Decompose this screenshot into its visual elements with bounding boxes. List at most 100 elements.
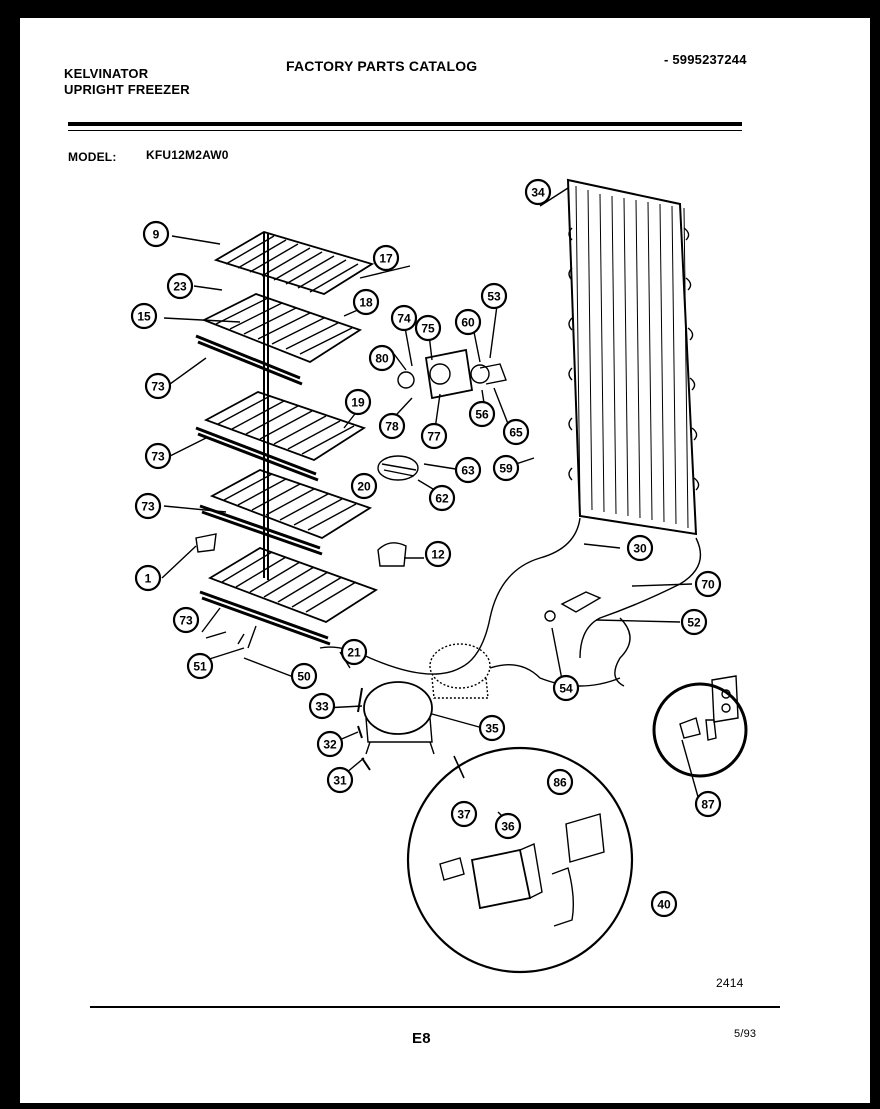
callout-33: 33 xyxy=(308,692,336,720)
compressor-ghost xyxy=(429,643,491,699)
callout-62: 62 xyxy=(428,484,456,512)
callout-label: 18 xyxy=(359,296,373,310)
drain-part xyxy=(560,591,602,613)
callout-label: 21 xyxy=(347,646,361,660)
callout-59: 59 xyxy=(492,454,520,482)
callout-1: 1 xyxy=(134,564,162,592)
shelf-4 xyxy=(199,469,373,556)
page-code: E8 xyxy=(412,1030,431,1047)
callout-74: 74 xyxy=(390,304,418,332)
callout-37: 37 xyxy=(450,800,478,828)
part-number: - 5995237244 xyxy=(664,52,747,67)
callout-86: 86 xyxy=(546,768,574,796)
callout-60: 60 xyxy=(454,308,482,336)
callout-layer: 9 17 23 18 15 73 74 75 53 60 80 78 77 56 65 19 73 63 59 20 6… xyxy=(130,178,722,918)
callout-label: 65 xyxy=(509,426,523,440)
callout-label: 20 xyxy=(357,480,371,494)
callout-label: 52 xyxy=(687,616,701,630)
callout-label: 50 xyxy=(297,670,311,684)
callout-73: 73 xyxy=(144,372,172,400)
callout-label: 73 xyxy=(151,380,165,394)
callout-label: 33 xyxy=(315,700,329,714)
brand-block: KELVINATOR UPRIGHT FREEZER xyxy=(64,66,190,98)
header-rule xyxy=(68,122,742,126)
callout-label: 73 xyxy=(141,500,155,514)
callout-73: 73 xyxy=(172,606,200,634)
brand-name: KELVINATOR xyxy=(64,66,149,81)
callout-label: 75 xyxy=(421,322,435,336)
callout-label: 36 xyxy=(501,820,515,834)
callout-label: 30 xyxy=(633,542,647,556)
shelf-2 xyxy=(195,293,363,386)
callout-30: 30 xyxy=(626,534,654,562)
callout-9: 9 xyxy=(142,220,170,248)
callout-label: 87 xyxy=(701,798,715,812)
defrost-component xyxy=(377,455,419,481)
callout-34: 34 xyxy=(524,178,552,206)
footer-rule xyxy=(90,1006,780,1008)
callout-53: 53 xyxy=(480,282,508,310)
callout-label: 12 xyxy=(431,548,445,562)
drawing-number: 2414 xyxy=(716,976,744,990)
callout-label: 73 xyxy=(151,450,165,464)
evaporator-coil xyxy=(566,178,700,536)
relay-detail xyxy=(439,811,605,927)
callout-label: 17 xyxy=(379,252,393,266)
callout-label: 63 xyxy=(461,464,475,478)
callout-18: 18 xyxy=(352,288,380,316)
catalog-sheet: KELVINATOR UPRIGHT FREEZER FACTORY PARTS… xyxy=(20,18,870,1103)
callout-label: 54 xyxy=(559,682,573,696)
callout-label: 9 xyxy=(153,228,160,242)
callout-label: 74 xyxy=(397,312,411,326)
callout-63: 63 xyxy=(454,456,482,484)
callout-19: 19 xyxy=(344,388,372,416)
callout-label: 34 xyxy=(531,186,545,200)
model-label: MODEL: xyxy=(68,150,117,164)
callout-35: 35 xyxy=(478,714,506,742)
callout-label: 35 xyxy=(485,722,499,736)
callout-label: 15 xyxy=(137,310,151,324)
detail-circle-outlet xyxy=(652,682,748,778)
callout-40: 40 xyxy=(650,890,678,918)
shelf-basket xyxy=(199,547,379,646)
callout-80: 80 xyxy=(368,344,396,372)
callout-75: 75 xyxy=(414,314,442,342)
callout-label: 37 xyxy=(457,808,471,822)
model-number: KFU12M2AW0 xyxy=(146,148,229,162)
catalog-title: FACTORY PARTS CATALOG xyxy=(286,58,478,74)
callout-label: 31 xyxy=(333,774,347,788)
callout-50: 50 xyxy=(290,662,318,690)
callout-label: 19 xyxy=(351,396,365,410)
drier xyxy=(544,610,556,622)
shelf-top xyxy=(213,231,375,295)
callout-73: 73 xyxy=(134,492,162,520)
compressor xyxy=(363,681,435,755)
callout-label: 77 xyxy=(427,430,441,444)
callout-36: 36 xyxy=(494,812,522,840)
callout-32: 32 xyxy=(316,730,344,758)
callout-77: 77 xyxy=(420,422,448,450)
callout-54: 54 xyxy=(552,674,580,702)
callout-label: 86 xyxy=(553,776,567,790)
part-number-value: 5995237244 xyxy=(672,52,747,67)
callout-label: 73 xyxy=(179,614,193,628)
detail-circle-relay xyxy=(406,746,634,974)
callout-65: 65 xyxy=(502,418,530,446)
outlet-detail xyxy=(679,675,739,741)
callout-12: 12 xyxy=(424,540,452,568)
callout-70: 70 xyxy=(694,570,722,598)
callout-17: 17 xyxy=(372,244,400,272)
callout-20: 20 xyxy=(350,472,378,500)
callout-label: 80 xyxy=(375,352,389,366)
callout-label: 32 xyxy=(323,738,337,752)
callout-51: 51 xyxy=(186,652,214,680)
callout-label: 1 xyxy=(145,572,152,586)
callout-73: 73 xyxy=(144,442,172,470)
callout-label: 23 xyxy=(173,280,187,294)
callout-label: 53 xyxy=(487,290,501,304)
callout-label: 78 xyxy=(385,420,399,434)
callout-label: 51 xyxy=(193,660,207,674)
light-part xyxy=(377,542,407,567)
callout-label: 56 xyxy=(475,408,489,422)
callout-56: 56 xyxy=(468,400,496,428)
